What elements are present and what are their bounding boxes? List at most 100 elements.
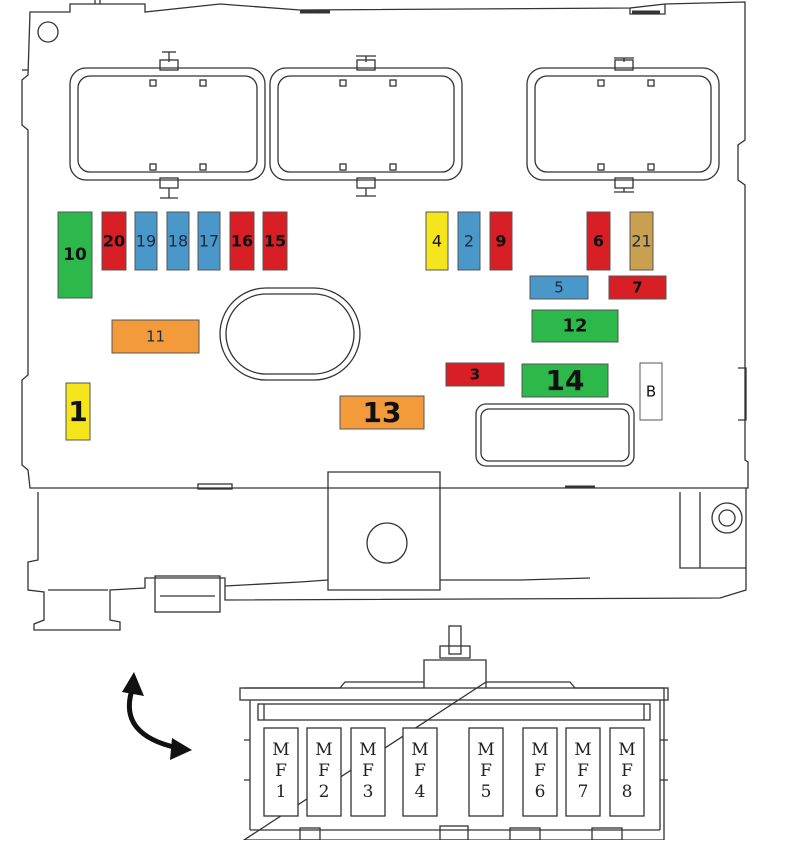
curved-double-arrow-icon: [122, 672, 192, 760]
fuse-4: 4: [425, 211, 449, 271]
maxi-fuse-label-line2: F: [534, 761, 546, 781]
fuse-body: [489, 211, 513, 271]
fuse-body: [101, 211, 127, 271]
fuse-body: [57, 211, 93, 299]
connector-socket-1: [69, 51, 266, 199]
fuse-5: 5: [529, 275, 589, 300]
fuse-label: 7: [632, 279, 642, 297]
fuse-body: [65, 382, 91, 441]
fuse-body: [531, 309, 619, 343]
fuse-body: [586, 211, 611, 271]
maxi-fuse-body: [306, 727, 342, 817]
fuse-body: [639, 362, 663, 421]
top-tab-left: [94, 0, 101, 4]
mount-hole-top-left: [37, 21, 59, 43]
fuse-15: 15: [262, 211, 288, 271]
fuse-12: 12: [531, 309, 619, 343]
fuse-11: 11: [111, 319, 200, 354]
maxi-fuse-label-line2: F: [275, 761, 287, 781]
fuse-10: 10: [57, 211, 93, 299]
fuse-label: 12: [562, 316, 587, 337]
connector-socket-2: [269, 55, 463, 197]
fuse-label: 6: [593, 232, 604, 251]
fuse-19: 19: [134, 211, 158, 271]
maxi-fuse-body: [609, 727, 645, 817]
bottom-latch: [197, 483, 233, 490]
maxi-fuse-label-line1: M: [359, 740, 376, 760]
fuse-label: 15: [264, 232, 286, 251]
maxi-fuse-label-line1: M: [272, 740, 289, 760]
fuse-body: [197, 211, 221, 271]
maxi-fuse-label-line2: F: [318, 761, 330, 781]
maxi-fuse-body: [522, 727, 558, 817]
center-tower: [327, 471, 441, 591]
fuse-6: 6: [586, 211, 611, 271]
fuse-3: 3: [445, 362, 505, 387]
maxi-fuse-1: MF1: [263, 727, 299, 817]
fuse-B: B: [639, 362, 663, 421]
fuse-18: 18: [166, 211, 190, 271]
fuse-body: [629, 211, 654, 271]
maxi-fuse-body: [402, 727, 438, 817]
fuse-body: [111, 319, 200, 354]
fuse-label: 1: [68, 395, 87, 428]
maxi-fuse-3: MF3: [350, 727, 386, 817]
fuse-label: 20: [103, 232, 125, 251]
maxi-fuse-label-line3: 5: [481, 782, 492, 802]
slot-opening: [475, 403, 635, 467]
maxi-fuse-label-line3: 3: [363, 782, 374, 802]
fuse-14: 14: [521, 363, 609, 398]
maxi-fuse-label-line1: M: [574, 740, 591, 760]
maxi-fuse-label-line3: 8: [622, 782, 633, 802]
maxi-fuse-label-line3: 4: [415, 782, 426, 802]
fuse-2: 2: [457, 211, 481, 271]
fuse-1: 1: [65, 382, 91, 441]
upper-fuse-box: [21, 0, 749, 631]
maxi-fuse-label-line3: 6: [535, 782, 546, 802]
maxi-fuse-label-line2: F: [577, 761, 589, 781]
maxi-fuse-body: [468, 727, 504, 817]
maxi-fuse-label-line1: M: [531, 740, 548, 760]
upper-box-outline: [21, 1, 749, 489]
upper-box-base: [27, 488, 747, 631]
maxi-fuse-label-line3: 1: [276, 782, 287, 802]
maxi-fuse-8: MF8: [609, 727, 645, 817]
fuse-label: 11: [146, 328, 165, 346]
maxi-fuse-body: [565, 727, 601, 817]
maxi-fuse-6: MF6: [522, 727, 558, 817]
right-mount-ear: [679, 492, 746, 569]
maxi-fuse-2: MF2: [306, 727, 342, 817]
maxi-fuse-7: MF7: [565, 727, 601, 817]
fuse-label: 16: [231, 232, 253, 251]
maxi-fuse-label-line2: F: [414, 761, 426, 781]
fuse-label: 18: [168, 232, 188, 251]
fuse-label: 9: [495, 232, 506, 251]
maxi-fuse-4: MF4: [402, 727, 438, 817]
base-latch: [154, 575, 221, 613]
fuse-label: 17: [199, 232, 219, 251]
maxi-fuse-body: [263, 727, 299, 817]
fuse-16: 16: [229, 211, 255, 271]
fuse-body: [521, 363, 609, 398]
fuse-label: 14: [546, 364, 585, 397]
top-tab-right: [629, 4, 666, 15]
fuse-body: [166, 211, 190, 271]
fuse-body: [529, 275, 589, 300]
fuse-body: [445, 362, 505, 387]
maxi-fuse-label-line2: F: [362, 761, 374, 781]
maxi-fuse-label-line2: F: [621, 761, 633, 781]
maxi-fuse-label-line1: M: [315, 740, 332, 760]
fuse-body: [457, 211, 481, 271]
fuse-body: [608, 275, 667, 300]
maxi-fuse-label-line1: M: [618, 740, 635, 760]
fuse-body: [134, 211, 158, 271]
fuse-label: 2: [464, 232, 474, 251]
fuse-label: 3: [470, 366, 480, 384]
fuse-body: [425, 211, 449, 271]
fuse-body: [339, 395, 425, 430]
fuse-label: B: [646, 383, 656, 401]
